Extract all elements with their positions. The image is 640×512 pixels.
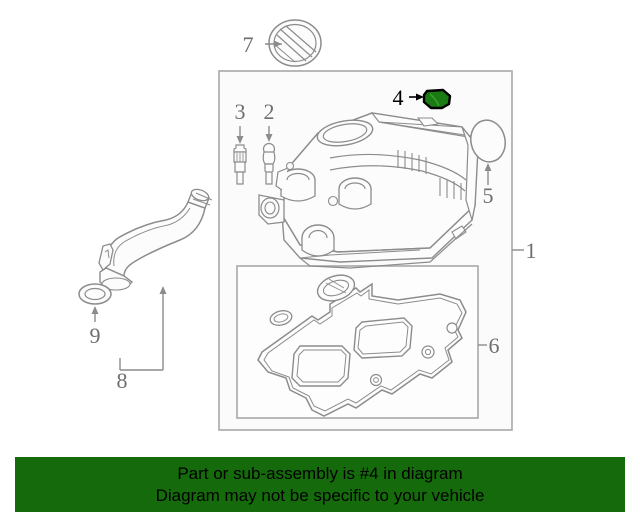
callout-7-leader xyxy=(265,40,282,48)
callout-number-3: 3 xyxy=(235,99,246,124)
part-breather-hose xyxy=(98,188,213,291)
part-oil-cap-seal xyxy=(470,119,506,163)
info-banner: Part or sub-assembly is #4 in diagram Di… xyxy=(15,457,625,512)
part-highlighted-seal-bracket xyxy=(422,88,452,110)
callout-9-leader xyxy=(91,306,99,322)
callout-8-leader xyxy=(119,286,167,371)
callout-number-6: 6 xyxy=(489,333,500,358)
part-ignition-coil-boot xyxy=(262,142,276,185)
callout-5-leader xyxy=(484,163,492,185)
callout-number-9: 9 xyxy=(90,323,101,348)
callout-number-7: 7 xyxy=(243,32,254,57)
callout-number-4: 4 xyxy=(393,85,404,110)
callout-3-leader xyxy=(236,126,244,144)
callout-number-5: 5 xyxy=(483,183,494,208)
parts-diagram: 7 3 2 xyxy=(78,19,537,431)
part-spark-plug xyxy=(233,144,247,185)
banner-line-primary: Part or sub-assembly is #4 in diagram xyxy=(177,463,463,483)
part-valve-cover-gasket xyxy=(257,274,467,417)
callout-number-2: 2 xyxy=(264,99,275,124)
callout-2-leader xyxy=(265,126,273,142)
callout-4-leader xyxy=(409,93,424,101)
part-valve-cover-body xyxy=(258,112,479,269)
part-oil-filler-cap xyxy=(268,19,322,67)
part-hose-grommet xyxy=(78,283,112,305)
callout-number-1: 1 xyxy=(526,238,537,263)
banner-line-secondary: Diagram may not be specific to your vehi… xyxy=(155,485,485,505)
callout-number-8: 8 xyxy=(117,368,128,393)
